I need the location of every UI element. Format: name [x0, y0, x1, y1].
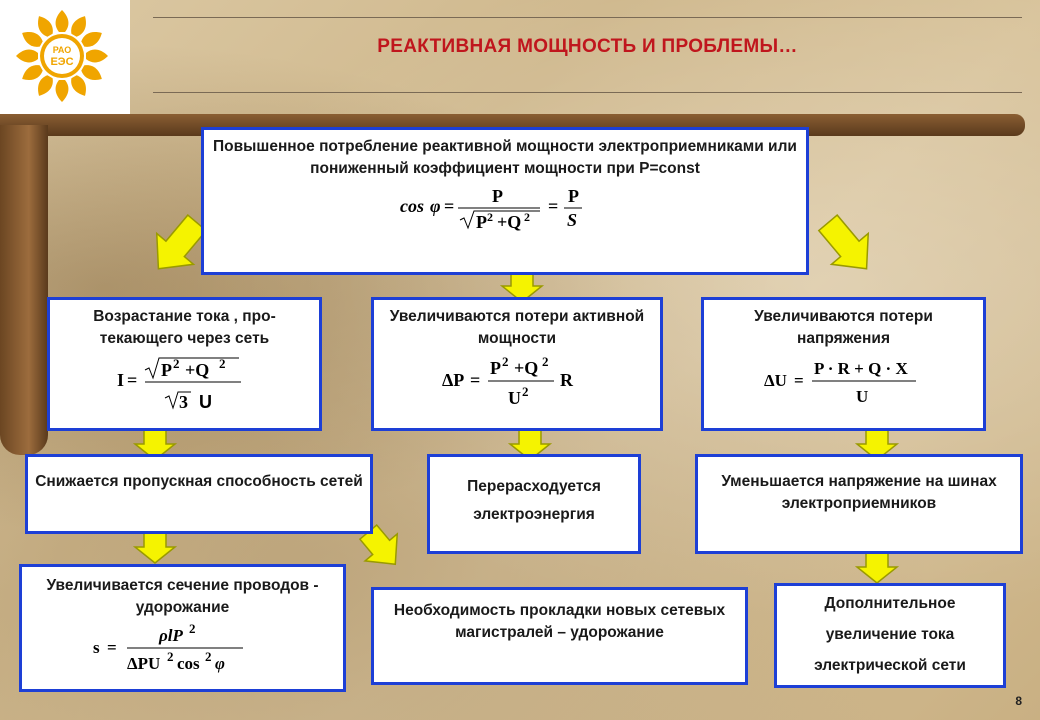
header-top-rule [153, 17, 1022, 18]
svg-text:ΔP: ΔP [442, 370, 464, 390]
box-overuse: Перерасходуется электроэнергия [427, 454, 641, 554]
box-voltage-losses: Увеличиваются потери напряжения ΔU = P ·… [701, 297, 986, 431]
box-active-losses: Увеличиваются потери активной мощности Δ… [371, 297, 663, 431]
svg-text:P: P [490, 358, 501, 378]
svg-text:=: = [470, 370, 480, 390]
box-section-text: Увеличивается сечение проводов - удорожа… [46, 577, 319, 616]
page-number: 8 [1015, 694, 1022, 708]
svg-text:3: 3 [179, 392, 188, 412]
arrow-capacity-to-new-lines [358, 523, 399, 566]
box-section-increase: Увеличивается сечение проводов - удорожа… [19, 564, 346, 692]
svg-text:+Q: +Q [514, 358, 538, 378]
svg-text:2: 2 [173, 356, 180, 371]
svg-text:ΔU: ΔU [764, 371, 787, 390]
svg-text:U: U [199, 392, 212, 412]
box-top-text: Повышенное потребление реактивной мощнос… [213, 138, 797, 177]
svg-text:=: = [548, 196, 558, 216]
svg-text:cos: cos [177, 654, 200, 673]
box-extra-current: Дополнительное увеличение тока электриче… [774, 583, 1006, 688]
svg-text:2: 2 [167, 649, 174, 664]
svg-text:P: P [476, 212, 487, 232]
svg-text:I: I [117, 370, 124, 390]
svg-text:s: s [93, 638, 100, 657]
svg-text:ЕЭС: ЕЭС [50, 56, 73, 68]
box-capacity: Снижается пропускная способность сетей [25, 454, 373, 534]
box-voltage-losses-text: Увеличиваются потери напряжения [754, 308, 933, 347]
svg-text:2: 2 [542, 354, 549, 369]
svg-text:2: 2 [524, 210, 530, 224]
svg-text:РАО: РАО [53, 45, 72, 55]
box-voltage-drop: Уменьшается напряжение на шинах электроп… [695, 454, 1023, 554]
slide-title: РЕАКТИВНАЯ МОЩНОСТЬ И ПРОБЛЕМЫ… [377, 36, 798, 57]
svg-text:2: 2 [502, 354, 509, 369]
svg-text:+Q: +Q [497, 212, 521, 232]
scroll-post-decoration [0, 125, 48, 455]
svg-text:2: 2 [522, 384, 529, 399]
box-capacity-text: Снижается пропускная способность сетей [35, 473, 363, 490]
svg-text:2: 2 [219, 356, 226, 371]
svg-text:φ: φ [215, 654, 225, 673]
svg-text:φ: φ [430, 196, 441, 216]
svg-text:ΔPU: ΔPU [127, 654, 160, 673]
svg-text:U: U [856, 387, 868, 406]
sun-logo-icon: РАО ЕЭС [16, 10, 108, 102]
svg-text:=: = [794, 371, 804, 390]
box-current-text: Возрастание тока , про-текающего через с… [93, 308, 276, 347]
svg-text:=: = [107, 638, 117, 657]
svg-text:R: R [560, 370, 574, 390]
svg-text:P: P [161, 360, 172, 380]
box-new-lines-text: Необходимость прокладки новых сетевых ма… [393, 602, 726, 641]
svg-text:2: 2 [205, 649, 212, 664]
box-voltage-drop-text: Уменьшается напряжение на шинах электроп… [721, 473, 997, 512]
box-overuse-text: Перерасходуется электроэнергия [467, 478, 601, 523]
box-new-lines: Необходимость прокладки новых сетевых ма… [371, 587, 748, 685]
arrow-top-to-right [817, 214, 870, 270]
arrow-capacity-to-section [134, 532, 176, 564]
box-active-losses-text: Увеличиваются потери активной мощности [389, 308, 645, 347]
svg-text:P · R + Q · X: P · R + Q · X [814, 359, 908, 378]
svg-text:+Q: +Q [185, 360, 209, 380]
header-bottom-rule [153, 92, 1022, 93]
box-extra-current-text: Дополнительное увеличение тока электриче… [814, 595, 966, 674]
svg-text:S: S [567, 210, 577, 230]
svg-text:2: 2 [189, 623, 196, 636]
svg-text:P: P [568, 186, 579, 206]
arrow-drop-to-extra [856, 552, 898, 584]
svg-text:=: = [127, 370, 137, 390]
svg-text:U: U [508, 388, 521, 408]
svg-text:=: = [444, 196, 454, 216]
formula-delta-u: ΔU = P · R + Q · X U [764, 359, 916, 406]
svg-text:ρlP: ρlP [158, 626, 183, 645]
svg-text:P: P [492, 186, 503, 206]
logo-area: РАО ЕЭС [0, 0, 130, 115]
box-top-cause: Повышенное потребление реактивной мощнос… [201, 127, 809, 275]
svg-text:cos: cos [400, 196, 424, 216]
svg-text:2: 2 [487, 210, 493, 224]
box-current-increase: Возрастание тока , про-текающего через с… [47, 297, 322, 431]
